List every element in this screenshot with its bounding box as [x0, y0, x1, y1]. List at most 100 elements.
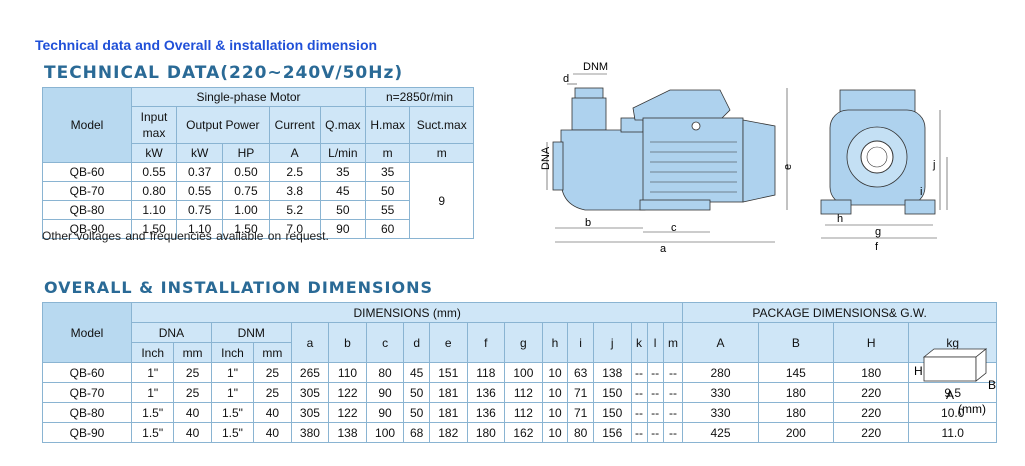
table-row: QB-80 1.10 0.75 1.00 5.2 50 55 [42, 200, 474, 220]
a-label: a [660, 243, 667, 255]
dnm-inch-cell: 1.5" [210, 422, 255, 443]
qmax-cell: 45 [319, 181, 366, 201]
dim-cell: 50 [403, 382, 430, 403]
dim-cell: 380 [290, 422, 330, 443]
dim-letter-header: c [365, 322, 405, 363]
pkg-letter-header: H [833, 322, 910, 363]
dim-cell: -- [662, 402, 684, 423]
hmax-cell: 35 [364, 162, 411, 182]
unit-cell: m [409, 143, 474, 163]
dim-cell: 265 [290, 362, 330, 383]
dim-cell: -- [662, 422, 684, 443]
dim-cell: 138 [592, 362, 632, 383]
model-cell: QB-90 [42, 219, 132, 239]
dim-cell: 305 [290, 402, 330, 423]
hmax-cell: 50 [364, 181, 411, 201]
dim-letter-header: l [646, 322, 664, 363]
front-foot-left [820, 199, 852, 215]
technical-data-title: TECHNICAL DATA(220~240V/50Hz) [44, 63, 404, 83]
dim-letter-header: m [662, 322, 684, 363]
dim-cell: -- [630, 422, 648, 443]
speed-group-header: n=2850r/min [364, 87, 475, 107]
hp-cell: 0.75 [222, 181, 270, 201]
unit-cell: kW [131, 143, 177, 163]
qmax-cell: 35 [319, 162, 366, 182]
dna-mm-cell: 25 [173, 362, 212, 383]
outlet-pipe [571, 97, 607, 131]
dnm-mm-cell: 25 [253, 362, 292, 383]
motor-body [642, 117, 744, 203]
pkg-cell: 220 [833, 402, 910, 423]
h-label: h [837, 213, 843, 225]
dna-header: DNA [131, 322, 212, 343]
package-group-header: PACKAGE DIMENSIONS& G.W. [682, 302, 997, 323]
pkg-cell: 330 [682, 402, 759, 423]
dim-cell: -- [630, 362, 648, 383]
unit-cell: kW [175, 143, 224, 163]
dnm-mm-cell: 40 [253, 402, 292, 423]
dim-cell: 305 [290, 382, 330, 403]
output-power-header: Output Power [176, 106, 270, 144]
dim-cell: 10 [541, 382, 569, 403]
model-cell: QB-80 [42, 200, 132, 220]
model-cell: QB-60 [42, 162, 132, 182]
dim-cell: 10 [541, 422, 569, 443]
input-cell: 1.10 [131, 200, 177, 220]
inch-header: Inch [210, 342, 255, 363]
dim-cell: 118 [466, 362, 506, 383]
overall-dimensions-title: OVERALL & INSTALLATION DIMENSIONS [44, 278, 434, 297]
model-cell: QB-70 [42, 382, 132, 403]
current-cell: 7.0 [268, 219, 321, 239]
technical-data-table: Model Single-phase Motor n=2850r/min Inp… [42, 87, 475, 239]
c-label: c [671, 222, 677, 234]
dim-cell: 182 [428, 422, 468, 443]
dnm-label: DNM [583, 61, 608, 73]
overall-dimensions-table: Model DIMENSIONS (mm) PACKAGE DIMENSIONS… [42, 302, 997, 443]
qmax-cell: 90 [319, 219, 366, 239]
pkg-cell: 180 [757, 382, 835, 403]
dim-cell: 80 [365, 362, 405, 383]
current-cell: 5.2 [268, 200, 321, 220]
main-title: Technical data and Overall & installatio… [35, 37, 378, 53]
dim-cell: 112 [504, 382, 543, 403]
dim-letter-header: j [592, 322, 632, 363]
hp-cell: 1.00 [222, 200, 270, 220]
g-label: g [875, 226, 881, 238]
pkg-cell: 200 [757, 422, 835, 443]
pkg-letter-header: A [682, 322, 759, 363]
inlet-flange [552, 141, 564, 191]
dim-letter-header: e [428, 322, 468, 363]
dim-cell: -- [646, 362, 664, 383]
kw-cell: 1.10 [175, 219, 224, 239]
current-cell: 3.8 [268, 181, 321, 201]
mm-header: mm [253, 342, 292, 363]
dna-mm-cell: 40 [173, 402, 212, 423]
input-cell: 0.55 [131, 162, 177, 182]
dim-cell: 10 [541, 362, 569, 383]
motor-group-header: Single-phase Motor [131, 87, 366, 107]
suctmax-header: Suct.max [409, 106, 474, 144]
terminal-box [632, 89, 731, 121]
dim-cell: -- [646, 402, 664, 423]
dim-cell: 181 [428, 382, 468, 403]
dim-cell: 156 [592, 422, 632, 443]
dim-cell: 68 [403, 422, 430, 443]
front-foot-right [904, 199, 936, 215]
hmax-cell: 60 [364, 219, 411, 239]
box-a-label: A [946, 388, 954, 402]
model-header: Model [42, 302, 132, 363]
box-top [922, 348, 988, 358]
dna-inch-cell: 1" [130, 382, 175, 403]
dim-letter-header: g [504, 322, 543, 363]
table-row: QB-90 1.50 1.10 1.50 7.0 90 60 [42, 219, 474, 239]
dim-letter-header: i [567, 322, 594, 363]
hmax-header: H.max [364, 106, 411, 144]
dnm-inch-cell: 1" [210, 382, 255, 403]
unit-cell: HP [222, 143, 270, 163]
package-box-diagram: H A B (mm) [914, 348, 996, 416]
f-label: f [875, 241, 879, 253]
